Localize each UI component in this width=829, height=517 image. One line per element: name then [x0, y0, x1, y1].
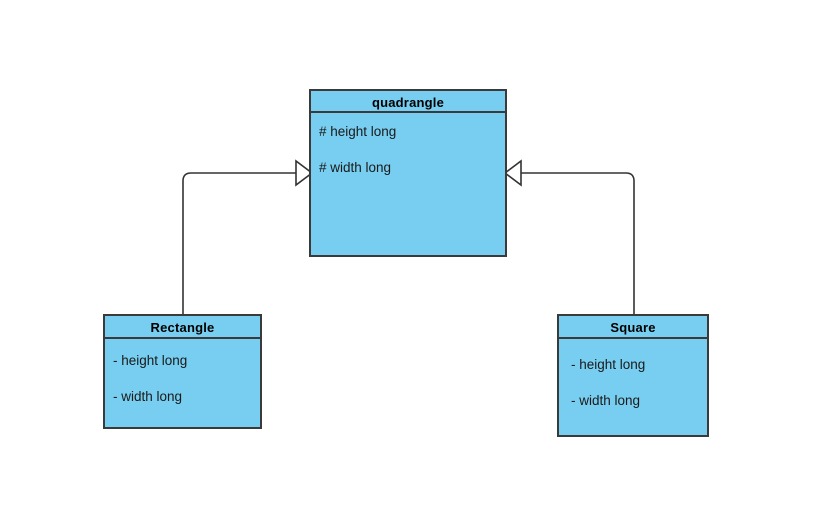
- generalization-square-to-quadrangle[interactable]: [503, 159, 635, 315]
- generalization-rectangle-to-quadrangle[interactable]: [182, 159, 314, 315]
- class-attributes-quadrangle: # height long # width long: [311, 113, 505, 174]
- attribute-row: - height long: [571, 357, 646, 372]
- class-attributes-rectangle: - height long - width long: [105, 339, 260, 403]
- class-title-rectangle: Rectangle: [105, 316, 260, 339]
- attribute-row: - width long: [113, 388, 183, 404]
- attribute-row: # width long: [319, 159, 392, 175]
- class-title-square: Square: [559, 316, 707, 339]
- attribute-row: - width long: [571, 392, 641, 408]
- attribute-row: # height long: [319, 124, 397, 139]
- hollow-triangle-arrowhead-right: [503, 159, 522, 187]
- uml-class-rectangle[interactable]: Rectangle - height long - width long: [103, 314, 262, 429]
- uml-class-quadrangle[interactable]: quadrangle # height long # width long: [309, 89, 507, 257]
- class-title-quadrangle: quadrangle: [311, 91, 505, 113]
- attribute-row: - height long: [113, 353, 188, 368]
- uml-class-square[interactable]: Square - height long - width long: [557, 314, 709, 437]
- class-attributes-square: - height long - width long: [559, 339, 707, 407]
